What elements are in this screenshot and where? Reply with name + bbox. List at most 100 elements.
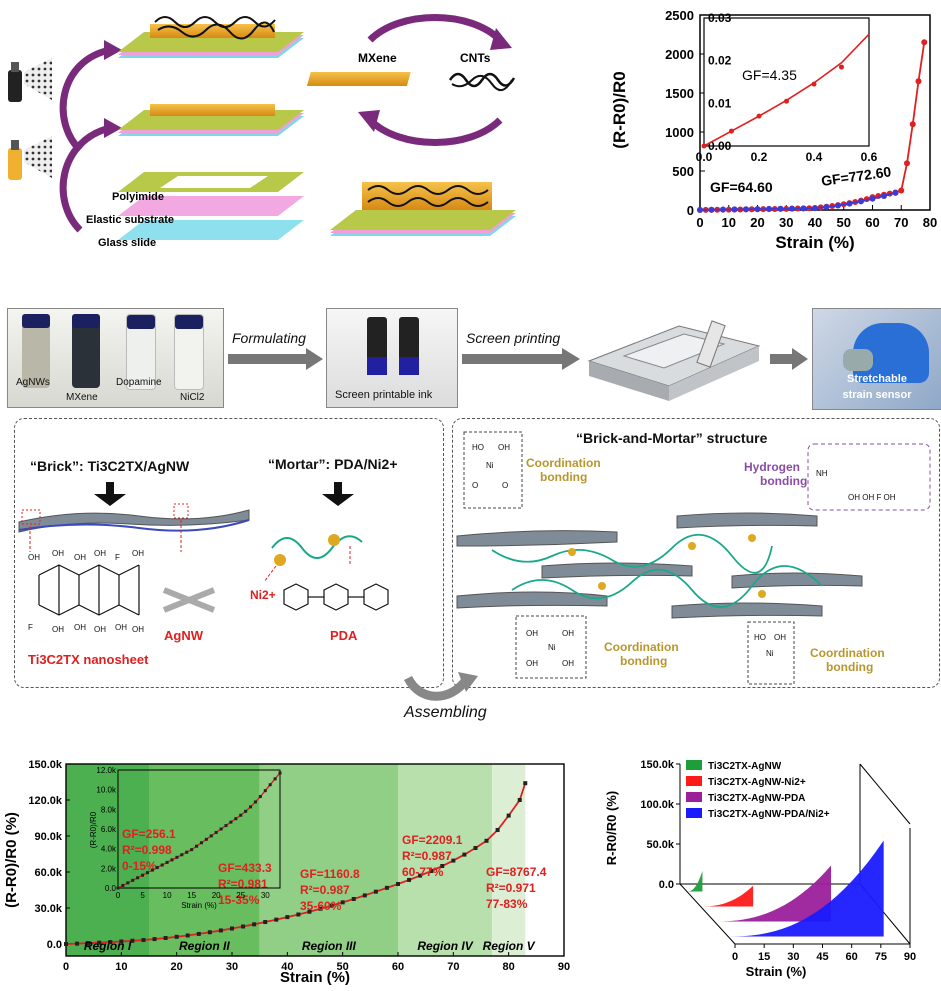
data-point	[462, 852, 467, 857]
label-sensor-1: Stretchable	[847, 373, 907, 385]
xtick-label: 30	[226, 961, 238, 973]
inset-ylabel: (R-R0)/R0	[89, 811, 98, 848]
svg-text:Ni: Ni	[548, 643, 556, 652]
xtick-label: 50	[337, 961, 349, 973]
gf-label: GF=8767.4	[486, 865, 547, 879]
stack-composite	[330, 182, 516, 236]
region-label: Region II	[179, 939, 230, 953]
inset-point	[170, 858, 174, 862]
inset-xtick-label: 10	[163, 891, 172, 900]
xtick-label: 90	[904, 951, 916, 963]
data-point	[86, 941, 91, 946]
inset-ytick-label: 0.03	[708, 11, 732, 25]
inset-point	[784, 98, 789, 104]
arrow-formulating	[228, 348, 323, 370]
data-point	[720, 206, 726, 213]
data-point	[318, 906, 323, 911]
inset-point	[729, 128, 734, 134]
coordination-label-right-2: bonding	[826, 660, 874, 674]
inset-point	[756, 113, 762, 119]
svg-text:OH: OH	[74, 623, 86, 632]
inset-point	[150, 868, 154, 872]
xtick-label: 60	[392, 961, 404, 973]
svg-text:OH: OH	[115, 623, 127, 632]
arrow-screen-printing	[462, 348, 580, 370]
ytick-label: 150.0k	[640, 759, 675, 771]
data-point	[241, 924, 246, 929]
label-pda: PDA	[330, 628, 358, 643]
data-point	[754, 206, 761, 213]
data-point	[130, 938, 135, 943]
legend-label: Ti3C2TX-AgNW-Ni2+	[708, 777, 806, 788]
data-point	[185, 933, 190, 938]
data-point	[731, 206, 738, 213]
sensor-photo: Stretchable strain sensor	[812, 308, 941, 410]
brick-mortar-panel	[14, 418, 444, 688]
svg-text:OH: OH	[94, 549, 106, 558]
layer-label-glass: Glass slide	[98, 237, 156, 249]
data-point	[362, 893, 367, 898]
ytick-label: 90.0k	[34, 831, 62, 843]
data-point	[921, 39, 928, 46]
data-point	[523, 781, 528, 786]
inset-point	[811, 81, 817, 87]
inset-ytick-label: 6.0k	[101, 825, 117, 834]
data-point	[64, 942, 68, 946]
inset-point	[141, 873, 145, 877]
region-band	[492, 764, 526, 956]
data-point	[777, 205, 784, 212]
region-band	[66, 764, 149, 956]
hydrogen-label-1: Hydrogen	[744, 460, 801, 474]
svg-text:OH: OH	[94, 625, 106, 634]
xtick-label: 15	[758, 951, 770, 963]
data-point	[407, 877, 412, 882]
label-cnts: CNTs	[460, 51, 491, 65]
inset-point	[155, 866, 159, 870]
series-area	[728, 840, 884, 937]
series-area	[686, 870, 703, 892]
ytick-label: 150.0k	[28, 759, 63, 771]
data-point	[396, 882, 400, 886]
inset-ytick-label: 2.0k	[101, 864, 117, 873]
xtick-label: 45	[816, 951, 828, 963]
data-point	[230, 926, 234, 931]
svg-text:HO: HO	[472, 443, 484, 452]
inset-xtick-label: 30	[261, 891, 270, 900]
inset-point	[701, 143, 707, 149]
range-label: 35-60%	[300, 899, 342, 913]
brick-title: “Brick”: Ti3C2TX/AgNW	[30, 458, 190, 474]
data-point	[909, 121, 916, 128]
xtick-label: 10	[722, 215, 736, 230]
xtick-label: 20	[750, 215, 764, 230]
label-formulating: Formulating	[232, 330, 306, 346]
inset-ytick-label: 4.0k	[101, 845, 117, 854]
r2-label: R²=0.987	[402, 849, 452, 863]
bl-xlabel: Strain (%)	[280, 969, 350, 986]
data-point	[812, 205, 818, 212]
label-screen-printable-ink: Screen printable ink	[335, 389, 433, 401]
inset-point	[229, 820, 233, 824]
ytick-label: 100.0k	[640, 799, 675, 811]
data-point	[495, 828, 500, 832]
r2-label: R²=0.971	[486, 881, 536, 895]
gf-label: GF=256.1	[122, 827, 176, 841]
inset-fit-line	[117, 772, 281, 889]
data-point	[440, 864, 445, 868]
svg-text:OH: OH	[562, 659, 574, 668]
xtick-label: 0	[732, 951, 738, 963]
ytick-label: 120.0k	[28, 795, 63, 807]
ytick-label: 0.0	[659, 879, 674, 891]
data-point	[75, 941, 80, 946]
vials-photo: AgNWs MXene Dopamine NiCl2	[7, 308, 224, 408]
top-chart-xlabel: Strain (%)	[775, 233, 854, 252]
svg-text:OH OH F OH: OH OH F OH	[848, 493, 896, 502]
data-point	[418, 873, 423, 878]
inset-ytick-label: 0.00	[708, 139, 732, 153]
data-point	[766, 205, 772, 212]
region-label: Region IV	[417, 939, 473, 953]
ytick-label: 30.0k	[34, 903, 62, 915]
fabrication-schematic: Polyimide Elastic substrate Glass slide …	[0, 0, 600, 270]
region-band	[149, 764, 260, 956]
